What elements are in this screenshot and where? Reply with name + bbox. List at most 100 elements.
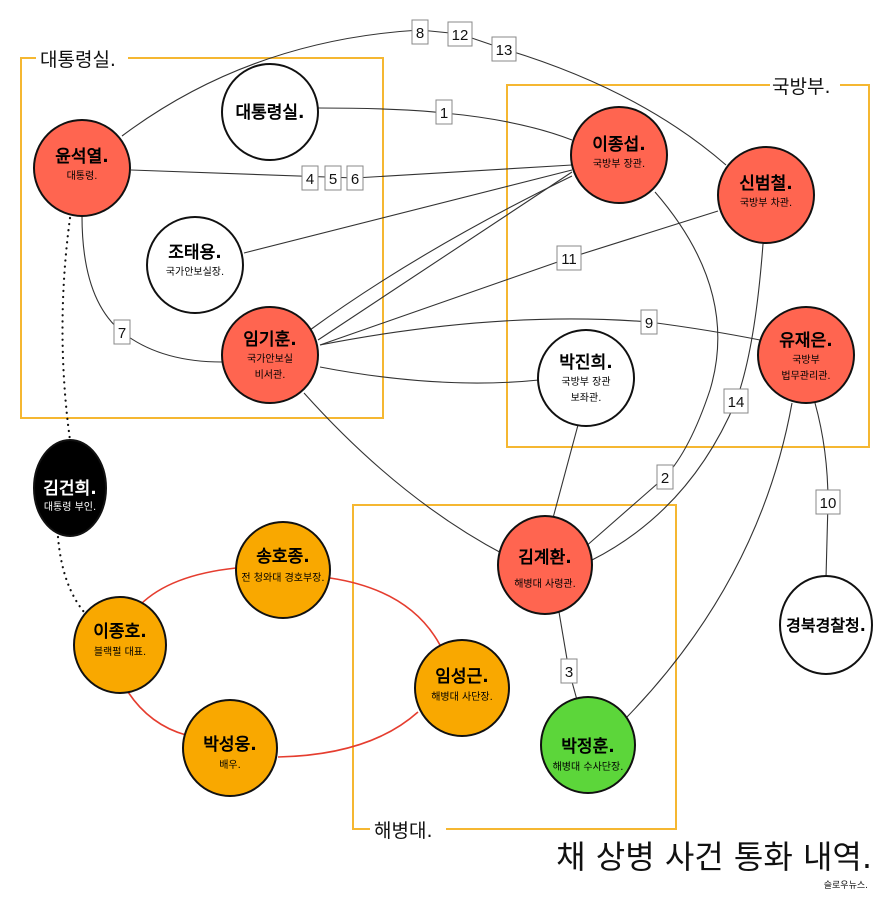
- diagram-title: 채 상병 사건 통화 내역.: [556, 838, 872, 876]
- svg-text:경북경찰청.: 경북경찰청.: [786, 616, 866, 635]
- node-cho[interactable]: 조태용. 국가안보실장.: [146, 216, 244, 314]
- svg-text:비서관.: 비서관.: [255, 369, 286, 381]
- svg-text:12: 12: [452, 27, 469, 44]
- call-label-4: 4: [301, 165, 319, 191]
- svg-text:임기훈.: 임기훈.: [243, 329, 296, 350]
- node-park-sw[interactable]: 박성웅.배우.: [182, 699, 278, 797]
- svg-text:1: 1: [440, 105, 448, 122]
- call-label-7: 7: [113, 319, 131, 345]
- node-police[interactable]: 경북경찰청.: [779, 575, 873, 675]
- svg-text:대통령실.: 대통령실.: [235, 102, 304, 123]
- edge-lim-lee-a: [309, 175, 573, 331]
- credit: 슬로우뉴스.: [824, 880, 868, 891]
- edge-11: [319, 210, 719, 346]
- node-lee-jh[interactable]: 이종호. 블랙펄 대표.: [73, 596, 167, 694]
- svg-text:김계환.: 김계환.: [518, 548, 571, 568]
- edge-lee-park: [127, 691, 187, 736]
- edge-2: [583, 191, 719, 549]
- svg-text:박성웅.: 박성웅.: [203, 735, 256, 755]
- svg-text:3: 3: [565, 664, 573, 681]
- svg-text:법무관리관.: 법무관리관.: [781, 370, 830, 382]
- edge-song-lee: [139, 567, 237, 606]
- group-mnd-label: 국방부.: [772, 76, 830, 98]
- edge-park-kim: [552, 424, 579, 519]
- svg-text:국방부 차관.: 국방부 차관.: [740, 197, 792, 209]
- svg-text:6: 6: [351, 171, 359, 188]
- node-park-jhun[interactable]: 박정훈. 해병대 수사단장.: [540, 696, 636, 794]
- edge-cho-lee: [243, 169, 573, 254]
- call-label-9: 9: [640, 309, 658, 335]
- call-label-5: 5: [324, 165, 342, 191]
- call-label-12: 12: [447, 21, 473, 47]
- node-lee-js[interactable]: 이종섭. 국방부 장관.: [570, 106, 668, 204]
- call-label-10: 10: [815, 489, 841, 515]
- svg-text:해병대 사령관.: 해병대 사령관.: [514, 577, 576, 590]
- group-office-label: 대통령실.: [40, 49, 116, 71]
- svg-text:임성근.: 임성근.: [435, 666, 488, 687]
- edge-kim-lee-dotted: [56, 535, 86, 614]
- call-label-6: 6: [346, 165, 364, 191]
- call-label-3: 3: [560, 658, 578, 684]
- call-label-14: 14: [723, 388, 749, 414]
- edge-yoo-park: [625, 402, 793, 719]
- svg-text:이종호.: 이종호.: [93, 622, 146, 642]
- node-kim-gyh[interactable]: 김계환. 해병대 사령관.: [497, 515, 593, 615]
- node-kim-gh[interactable]: 김건희. 대통령 부인.: [33, 439, 107, 537]
- group-mnd: 국방부.: [506, 76, 870, 448]
- edge-lim-kim: [303, 392, 506, 556]
- svg-text:2: 2: [661, 470, 669, 487]
- svg-text:10: 10: [820, 495, 837, 512]
- group-marine-label: 해병대.: [374, 820, 432, 842]
- svg-text:보좌관.: 보좌관.: [571, 392, 602, 404]
- node-office[interactable]: 대통령실.: [221, 63, 319, 161]
- call-label-13: 13: [491, 36, 517, 62]
- edge-3: [558, 611, 578, 701]
- svg-text:11: 11: [561, 251, 577, 268]
- group-office: 대통령실.: [20, 49, 384, 419]
- node-shin[interactable]: 신범철. 국방부 차관.: [717, 146, 815, 244]
- svg-text:김건희.: 김건희.: [43, 479, 96, 499]
- edge-lim-park: [319, 366, 540, 384]
- svg-text:윤석열.: 윤석열.: [55, 147, 108, 167]
- svg-text:블랙펄 대표.: 블랙펄 대표.: [94, 646, 146, 658]
- svg-text:대통령 부인.: 대통령 부인.: [44, 501, 96, 513]
- svg-text:국가안보실장.: 국가안보실장.: [166, 266, 224, 278]
- svg-text:박정훈.: 박정훈.: [561, 736, 614, 757]
- svg-text:4: 4: [306, 171, 314, 188]
- svg-text:국방부 장관.: 국방부 장관.: [593, 158, 645, 170]
- svg-text:국방부: 국방부: [792, 354, 820, 366]
- svg-text:유재은.: 유재은.: [779, 331, 832, 351]
- edge-9: [319, 318, 761, 346]
- edge-park-lim: [277, 711, 419, 758]
- svg-text:7: 7: [118, 325, 126, 342]
- svg-text:8: 8: [416, 25, 424, 42]
- edge-yoon-kim-dotted: [61, 216, 72, 442]
- call-label-1: 1: [435, 99, 453, 125]
- svg-text:14: 14: [728, 394, 745, 411]
- svg-text:국가안보실: 국가안보실: [247, 353, 293, 365]
- node-yoon[interactable]: 윤석열.대통령.: [33, 119, 131, 217]
- node-lim-sg[interactable]: 임성근. 해병대 사단장.: [414, 639, 510, 737]
- node-song[interactable]: 송호종. 전 청와대 경호부장.: [235, 521, 331, 619]
- svg-text:박진희.: 박진희.: [559, 353, 612, 373]
- svg-text:신범철.: 신범철.: [739, 174, 792, 194]
- svg-text:국방부 장관: 국방부 장관: [561, 376, 610, 388]
- svg-text:13: 13: [496, 42, 513, 59]
- svg-text:해병대 수사단장.: 해병대 수사단장.: [553, 760, 624, 773]
- svg-text:전 청와대 경호부장.: 전 청와대 경호부장.: [241, 571, 324, 584]
- svg-text:5: 5: [329, 171, 337, 188]
- edge-song-lim: [329, 577, 441, 646]
- call-label-11: 11: [556, 245, 582, 271]
- call-label-8: 8: [411, 19, 429, 45]
- svg-text:송호종.: 송호종.: [256, 547, 309, 567]
- svg-text:9: 9: [645, 315, 653, 332]
- call-labels: 1 2 3 4 5 6 7 8 9 10 11 12 13 14: [113, 19, 841, 684]
- group-marine: 해병대.: [352, 504, 677, 842]
- svg-text:이종섭.: 이종섭.: [592, 135, 645, 155]
- svg-text:조태용.: 조태용.: [168, 243, 221, 263]
- svg-text:해병대 사단장.: 해병대 사단장.: [431, 690, 493, 703]
